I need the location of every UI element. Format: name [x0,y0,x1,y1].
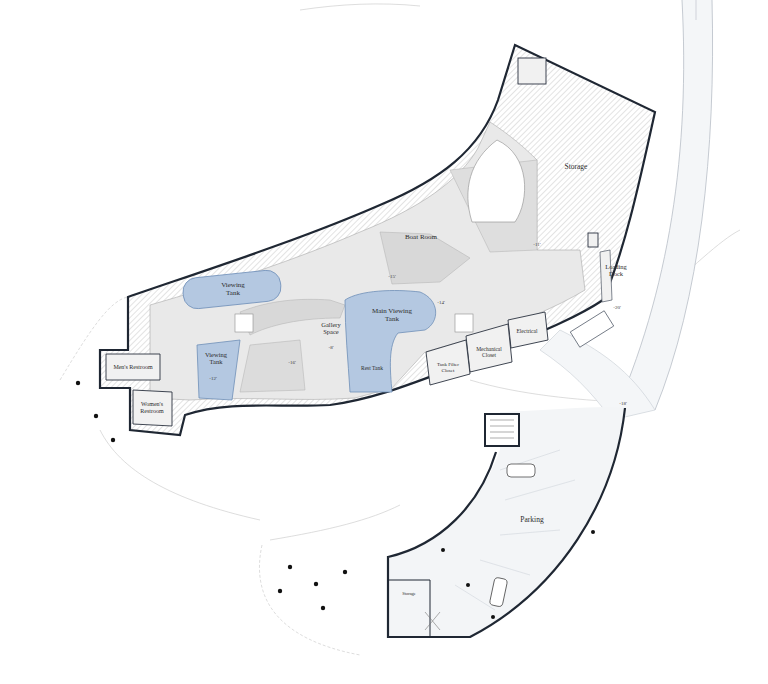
ramps-part [240,340,305,392]
parking-structure-part [489,464,535,607]
room-name: Boat Room [396,234,446,242]
dots-part [94,414,98,418]
service-rooms-part [133,390,172,426]
parking-structure-part-part [505,480,575,500]
dots-part [591,530,595,534]
dots-part [321,606,325,610]
dots [76,381,595,619]
room-name: Storage [394,592,424,597]
parking-structure-part-part [455,585,495,610]
room-label: Gallery Space [316,321,346,335]
parking-structure-part [490,420,514,438]
site-lines-part [300,4,420,10]
room-label: Tank Filter Closet [432,362,464,373]
tank-label: Main Viewing Tank [369,308,415,323]
interior-floor [150,122,585,400]
tanks-part [197,340,240,400]
dots-part [491,615,495,619]
voids-part [455,314,473,332]
elevation-mark: -11' [533,242,540,247]
site-lines [60,4,740,655]
elevation-mark: -14' [437,300,445,305]
room-name: Viewing Tank [216,282,250,297]
room-name: Tank Filter Closet [432,362,464,373]
dots-part [314,582,318,586]
site-lines-part [270,505,400,540]
voids-part [235,314,253,332]
room-label: Mechanical Closet [471,346,507,358]
elevation-mark: -12' [209,376,217,381]
room-label: Women's Restroom [134,401,170,414]
parking-structure-part [425,612,440,630]
service-rooms-part [518,58,546,84]
tank-label: Viewing Tank [216,282,250,297]
service-rooms-part [466,324,512,372]
elevation-mark: -8' [328,345,333,350]
access-road-part [655,0,713,410]
access-road-part [540,330,655,420]
elevation-mark: -15' [388,274,396,279]
room-label: Storage [556,163,596,171]
parking-structure-part [455,450,575,610]
service-rooms-part [588,233,598,247]
building-outline [100,45,655,435]
loading-dock-part [570,311,613,347]
room-name: Rest Tank [361,365,383,371]
room-label: Loading Dock [601,263,631,277]
room-label: Men's Restroom [109,364,157,371]
room-name: Viewing Tank [201,351,231,365]
room-name: Main Viewing Tank [369,308,415,323]
tank-label: Viewing Tank [201,351,231,365]
dots-part [466,583,470,587]
room-name: Electrical [510,328,544,334]
site-lines-part [100,430,260,520]
room-label: Boat Room [396,234,446,242]
dots-part [76,381,80,385]
room-name: Parking [520,516,543,524]
access-road-part [696,0,697,20]
parking-structure-part-part [500,530,560,535]
parking-structure-part [485,414,519,446]
parking-structure-part-part [507,464,535,477]
room-label: Electrical [510,328,544,334]
parking-structure-part [388,407,625,637]
room-label: Storage [394,592,424,597]
dots-part [441,548,445,552]
parking-structure [388,407,625,637]
tanks-part [182,269,283,310]
ramps-part [380,232,470,284]
parking-structure-part [388,408,625,637]
elevation-mark: -16' [288,360,296,365]
service-rooms-part [426,340,470,385]
parking-area: ParkingStorage [386,410,631,642]
parking-structure-part-part [480,560,530,575]
ramps-part [240,299,345,335]
dots-part [111,438,115,442]
parking-structure-part-part [489,577,508,607]
parking-structure-part [388,580,430,637]
service-rooms-part [106,354,160,380]
room-name: Loading Dock [601,263,631,277]
service-rooms [106,58,598,426]
tanks [182,269,436,400]
elevation-mark: -18' [619,401,627,406]
tank-label: Rest Tank [361,365,383,371]
room-name: Gallery Space [316,321,346,335]
site-lines-part [259,545,360,655]
skylight [468,140,525,222]
elevation-mark: -20' [613,305,621,310]
voids [235,314,473,332]
dots-part [343,570,347,574]
dots-part [288,565,292,569]
dots-part [278,589,282,593]
tanks-part [345,291,436,392]
room-name: Storage [556,163,596,171]
room-name: Mechanical Closet [471,346,507,358]
service-rooms-part [508,312,548,348]
room-name: Men's Restroom [109,364,157,371]
room-name: Women's Restroom [134,401,170,414]
